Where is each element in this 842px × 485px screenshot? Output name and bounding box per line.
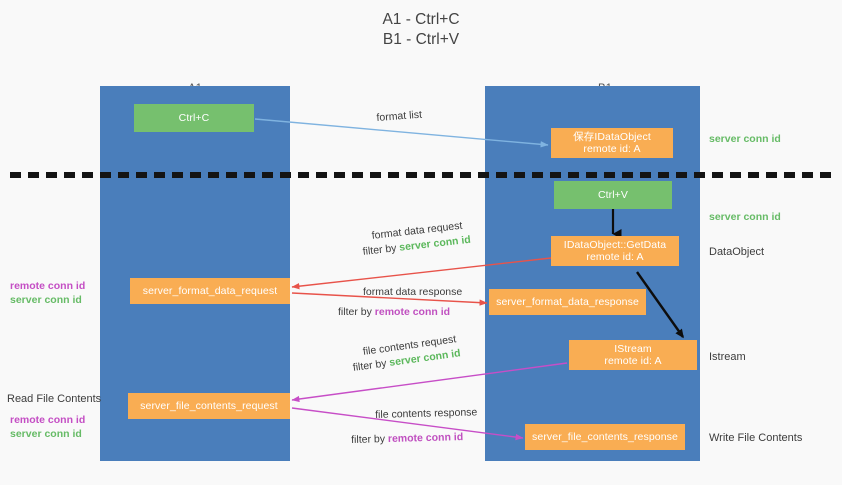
- left-label-server-conn-id-1: server conn id: [10, 293, 82, 307]
- node-istream-line1: IStream: [614, 342, 652, 355]
- filter-prefix: filter by: [338, 306, 375, 318]
- node-ctrl-c[interactable]: Ctrl+C: [134, 104, 254, 132]
- left-label-remote-conn-id-1: remote conn id: [10, 279, 85, 293]
- arrow-format-list: [254, 118, 549, 148]
- node-save-idataobject-line2: remote id: A: [583, 143, 641, 155]
- filter-key-remote-conn-id: remote conn id: [374, 306, 451, 318]
- edge-label-file-contents-response: file contents response: [375, 406, 478, 421]
- right-label-server-conn-id-top: server conn id: [709, 132, 781, 146]
- left-label-server-conn-id-2: server conn id: [10, 427, 82, 441]
- server-conn-id-text: server conn id: [709, 133, 781, 145]
- node-ctrl-v-line1: Ctrl+V: [597, 188, 629, 201]
- node-istream-line2: remote id: A: [604, 355, 662, 367]
- node-server-format-data-request[interactable]: server_format_data_request: [130, 278, 290, 304]
- filter-key-remote-conn-id: remote conn id: [387, 431, 464, 446]
- node-server-format-data-response-line1: server_format_data_response: [496, 295, 639, 308]
- right-label-istream: Istream: [709, 351, 746, 363]
- node-server-file-contents-response[interactable]: server_file_contents_response: [525, 424, 685, 450]
- filter-prefix: filter by: [351, 433, 389, 446]
- server-conn-id-text: server conn id: [709, 211, 781, 223]
- page-title: A1 - Ctrl+C B1 - Ctrl+V: [382, 11, 460, 48]
- right-label-write-file-contents: Write File Contents: [709, 432, 803, 444]
- node-server-format-data-request-line1: server_format_data_request: [142, 284, 278, 297]
- edge-label-file-contents-response-filter: filter by remote conn id: [351, 430, 463, 447]
- right-label-dataobject: DataObject: [709, 246, 765, 258]
- arrow-format-data-response: [291, 292, 488, 306]
- node-save-idataobject[interactable]: 保存IDataObject remote id: A: [551, 128, 673, 158]
- arrow-file-contents-response: [291, 407, 524, 441]
- remote-conn-id-text: remote conn id: [10, 414, 86, 426]
- arrow-getdata-to-istream: [636, 271, 684, 339]
- node-server-format-data-response[interactable]: server_format_data_response: [489, 289, 646, 315]
- left-label-remote-conn-id-2: remote conn id: [10, 413, 85, 427]
- remote-conn-id-text: remote conn id: [10, 280, 86, 292]
- node-ctrl-c-line1: Ctrl+C: [178, 111, 210, 124]
- node-server-file-contents-request-line1: server_file_contents_request: [140, 399, 278, 412]
- left-label-read-file-contents: Read File Contents: [7, 393, 102, 405]
- right-label-server-conn-id-mid: server conn id: [709, 210, 781, 224]
- edge-label-format-data-response-filter: filter by remote conn id: [338, 305, 450, 319]
- edge-label-format-data-response: format data response: [363, 286, 463, 298]
- node-save-idataobject-line1: 保存IDataObject: [573, 130, 651, 143]
- node-server-file-contents-request[interactable]: server_file_contents_request: [128, 393, 290, 419]
- node-idataobject-getdata-line1: IDataObject::GetData: [563, 238, 667, 251]
- node-idataobject-getdata-line2: remote id: A: [586, 251, 644, 263]
- node-istream[interactable]: IStream remote id: A: [569, 340, 697, 370]
- server-conn-id-text: server conn id: [10, 428, 82, 440]
- node-server-file-contents-response-line1: server_file_contents_response: [532, 430, 678, 443]
- arrow-format-data-request: [291, 257, 552, 290]
- node-idataobject-getdata[interactable]: IDataObject::GetData remote id: A: [551, 236, 679, 266]
- server-conn-id-text: server conn id: [10, 294, 82, 306]
- node-ctrl-v[interactable]: Ctrl+V: [554, 181, 672, 209]
- arrow-file-contents-request: [291, 362, 568, 403]
